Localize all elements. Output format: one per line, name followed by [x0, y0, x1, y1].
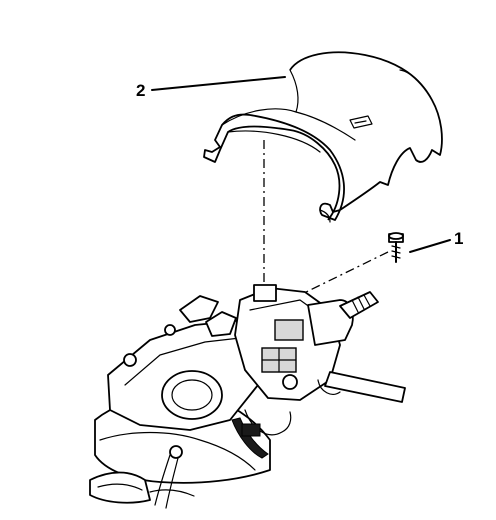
callout-2-label: 2: [136, 81, 145, 100]
upper-trim-cover: [203, 51, 443, 223]
steering-column-assembly: [89, 284, 406, 509]
callout-2: 2: [136, 76, 286, 100]
trim-cover-screw: [388, 232, 404, 263]
alignment-line-screw: [299, 251, 389, 296]
callout-1: 1: [409, 229, 463, 253]
callout-1-label: 1: [454, 229, 463, 248]
